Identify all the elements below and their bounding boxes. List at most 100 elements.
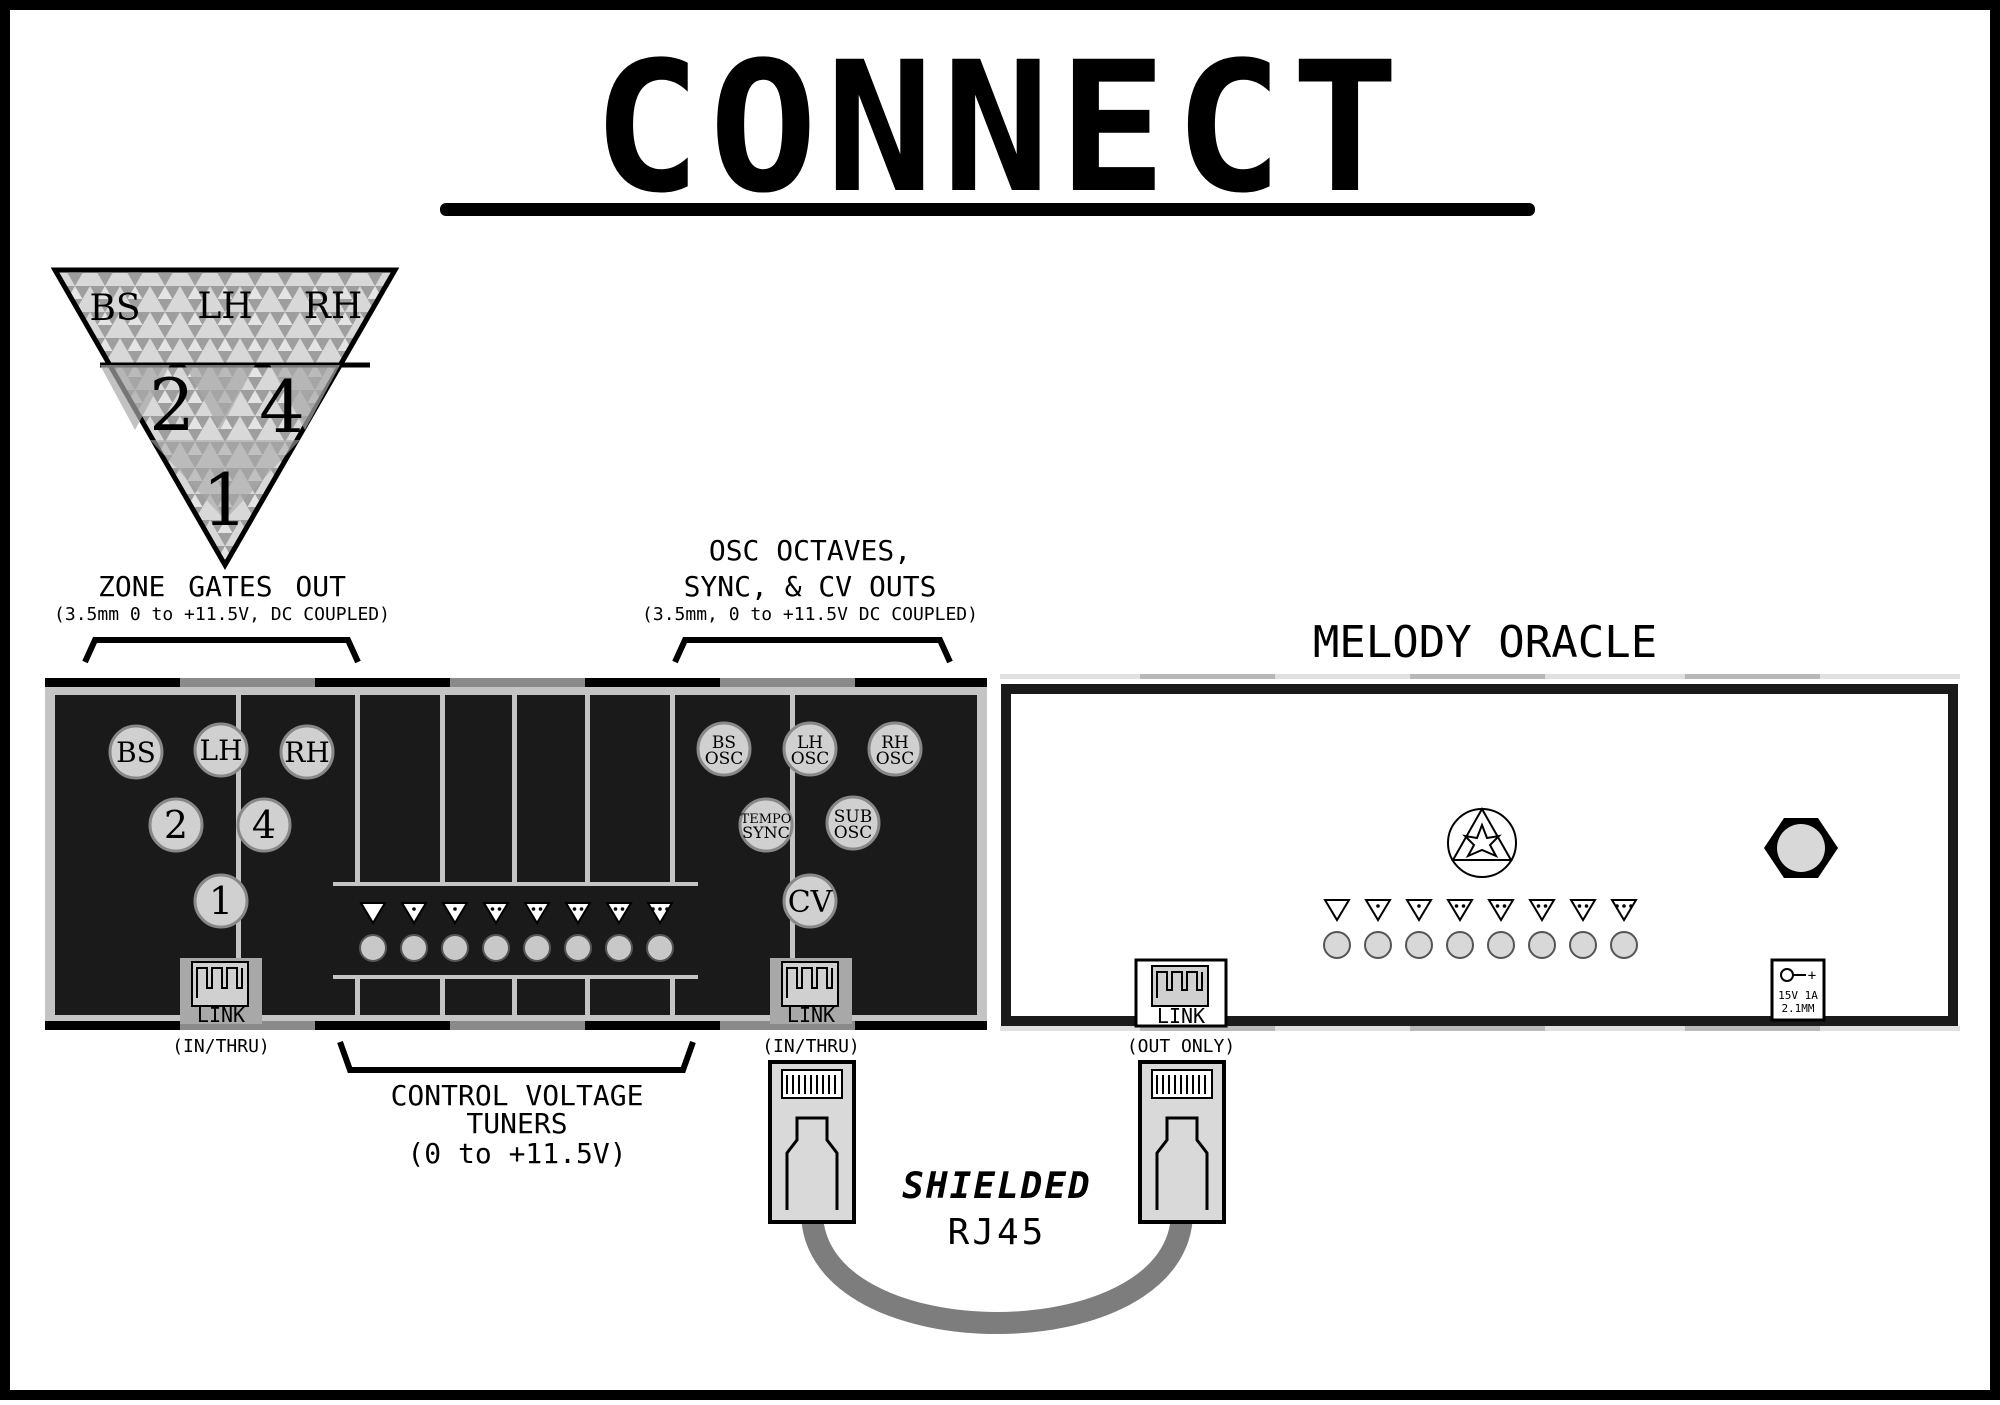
zone-gates-sub: (3.5mm 0 to +11.5V, DC COUPLED) (54, 604, 390, 625)
rj45-plug-left (768, 1060, 856, 1224)
oracle-led-dot (1629, 904, 1633, 908)
rj45-port-icon (781, 961, 839, 1007)
oracle-led-dot (1417, 904, 1421, 908)
jack-lh[interactable]: LH (193, 722, 249, 778)
oracle-led-6 (1528, 899, 1556, 922)
jack-cv[interactable]: CV (782, 873, 838, 929)
jack-sub-osc[interactable]: SUB OSC (825, 795, 881, 851)
jack-rh-osc-line2: OSC (876, 749, 915, 769)
oracle-led-dot (1577, 904, 1582, 908)
zone-label-1: 1 (202, 458, 248, 542)
zone-label-rh: RH (304, 286, 363, 327)
cv-tuner-led-6 (564, 902, 592, 925)
link-right-mode: (IN/THRU) (762, 1036, 860, 1057)
link-oracle-mode: (OUT ONLY) (1127, 1036, 1235, 1057)
oracle-led-dot (1454, 904, 1459, 908)
jack-1-label: 1 (209, 879, 233, 923)
cv-tuner-led-dot (620, 907, 625, 911)
jack-4[interactable]: 4 (236, 797, 292, 853)
cv-tuners (359, 902, 674, 962)
oracle-knob[interactable] (1764, 818, 1838, 878)
cv-tuner-led-dot (538, 907, 543, 911)
oracle-knob-6[interactable] (1528, 931, 1556, 959)
cv-tuner-led-dot (658, 907, 662, 911)
oracle-led-7 (1569, 899, 1597, 922)
oracle-led-dot (1622, 904, 1626, 908)
jack-sub-osc-line1: SUB (834, 807, 872, 827)
power-jack[interactable]: + 15V 1A 2.1MM (1770, 958, 1826, 1022)
cv-tuner-led-dot (497, 907, 502, 911)
rj45-cable (801, 1211, 1193, 1334)
oracle-led-dot (1536, 904, 1541, 908)
oracle-knob-2[interactable] (1364, 931, 1392, 959)
jack-bs-osc-line2: OSC (705, 749, 744, 769)
link-oracle-label: LINK (1157, 1004, 1205, 1028)
cv-tuner-knob-7[interactable] (605, 934, 633, 962)
jack-rh-label: RH (284, 736, 330, 769)
cv-tuner-knob-1[interactable] (359, 934, 387, 962)
oracle-knob-8[interactable] (1610, 931, 1638, 959)
oracle-knob-4[interactable] (1446, 931, 1474, 959)
cv-tuner-led-2 (400, 902, 428, 925)
cv-tuner-knob-5[interactable] (523, 934, 551, 962)
jack-rh[interactable]: RH (279, 724, 335, 780)
jack-2[interactable]: 2 (148, 797, 204, 853)
osc-sub: (3.5mm, 0 to +11.5V DC COUPLED) (642, 604, 978, 625)
osc-title-line1: OSC OCTAVES, (709, 534, 911, 567)
jack-4-label: 4 (252, 803, 276, 847)
oracle-knob-5[interactable] (1487, 931, 1515, 959)
jack-bs[interactable]: BS (108, 724, 164, 780)
cv-tuner-led-dot (665, 907, 669, 911)
oracle-led-dot (1376, 904, 1380, 908)
jack-bs-label: BS (116, 736, 156, 769)
cv-tuner-led-dot (613, 907, 618, 911)
jack-1[interactable]: 1 (193, 873, 249, 929)
cv-tuner-knob-2[interactable] (400, 934, 428, 962)
zone-label-lh: LH (197, 286, 252, 327)
cv-tuner-knob-4[interactable] (482, 934, 510, 962)
jack-lh-osc[interactable]: LH OSC (782, 721, 838, 777)
cv-tuner-led-1 (359, 902, 387, 925)
zone-label-4: 4 (259, 365, 305, 449)
rj45-pins-icon (786, 967, 833, 998)
zone-gates-bracket (82, 637, 361, 664)
jack-cv-label: CV (788, 885, 834, 920)
cv-tuners-line1: CONTROL VOLTAGE (391, 1079, 644, 1112)
cv-tuner-led-dot (651, 907, 655, 911)
melody-oracle-name: MELODY ORACLE (1313, 617, 1657, 668)
cable-label-shielded: SHIELDED (902, 1166, 1091, 1207)
cv-tuner-knob-6[interactable] (564, 934, 592, 962)
oracle-knob-1[interactable] (1323, 931, 1351, 959)
zone-map-triangle: BS LH RH 2 4 1 (50, 267, 400, 571)
cable-label-rj45: RJ45 (948, 1212, 1047, 1253)
cv-tuner-led-4 (482, 902, 510, 925)
power-spec-line1: 15V 1A (1778, 989, 1818, 1002)
cv-tuners-line3: (0 to +11.5V) (407, 1137, 626, 1170)
oracle-knob-7[interactable] (1569, 931, 1597, 959)
jack-bs-osc[interactable]: BS OSC (696, 721, 752, 777)
cv-tuner-led-5 (523, 902, 551, 925)
cv-tuner-knob-8[interactable] (646, 934, 674, 962)
oracle-led-4 (1446, 899, 1474, 922)
jack-2-label: 2 (164, 803, 188, 847)
cv-tuner-led-dot (579, 907, 584, 911)
oracle-led-1 (1323, 899, 1351, 922)
jack-lh-label: LH (199, 734, 242, 767)
cv-tuner-led-7 (605, 902, 633, 925)
jack-tempo-sync[interactable]: TEMPO SYNC (738, 797, 794, 853)
zone-gates-title: ZONE GATES OUT (98, 570, 346, 603)
jack-lh-osc-line1: LH (797, 733, 823, 753)
link-port-left[interactable]: LINK (180, 958, 262, 1027)
cv-tuner-led-dot (412, 907, 416, 911)
oracle-led-row (1323, 899, 1638, 959)
link-port-oracle[interactable]: LINK (1134, 958, 1228, 1028)
link-port-right[interactable]: LINK (770, 958, 852, 1027)
rj45-pins-icon (1156, 971, 1203, 998)
oracle-led-dot (1461, 904, 1466, 908)
oracle-knob-3[interactable] (1405, 931, 1433, 959)
cv-tuner-led-dot (453, 907, 457, 911)
jack-lh-osc-line2: OSC (791, 749, 830, 769)
cv-tuner-knob-3[interactable] (441, 934, 469, 962)
jack-rh-osc[interactable]: RH OSC (867, 721, 923, 777)
